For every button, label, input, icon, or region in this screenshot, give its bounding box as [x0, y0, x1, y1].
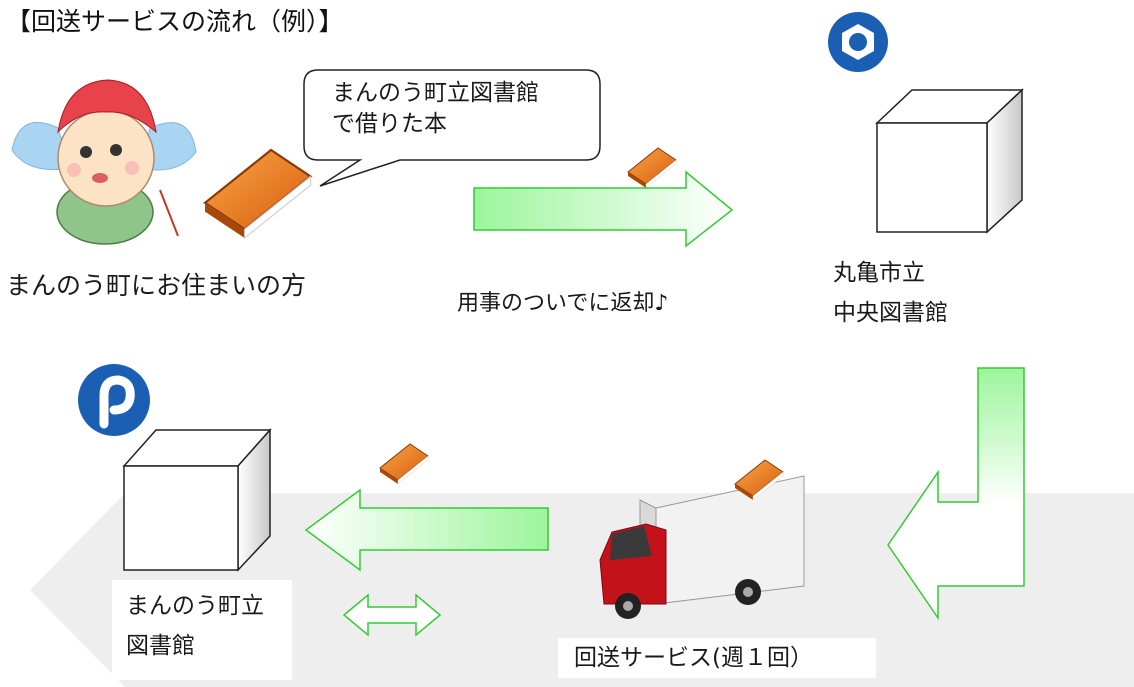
book-icon: [379, 443, 429, 485]
speech-bubble-line: で借りた本: [332, 111, 447, 137]
town-logo-icon: [78, 364, 150, 436]
town-library-line: まんのう町立: [126, 593, 264, 619]
return-label: 用事のついでに返却♪: [457, 291, 669, 316]
double-arrow: [342, 593, 442, 637]
resident-label: まんのう町にお住まいの方: [6, 271, 307, 300]
town-library-line: 図書館: [126, 633, 195, 659]
central-library-label: 丸亀市立 中央図書館: [833, 253, 948, 333]
building-cube-icon: [122, 428, 272, 572]
central-library-line: 中央図書館: [833, 300, 948, 326]
book-icon: [627, 147, 677, 189]
flow-arrow-to-central: [473, 170, 734, 248]
mascot-icon: [11, 79, 197, 245]
large-book-icon: [203, 148, 312, 240]
speech-bubble-text: まんのう町立図書館 で借りた本: [332, 78, 539, 140]
page-title: 【回送サービスの流れ（例）】: [6, 7, 344, 36]
building-cube-icon: [875, 88, 1024, 234]
flow-arrow-down: [887, 367, 1025, 621]
library-logo-icon: [828, 12, 888, 72]
truck-icon: [599, 475, 805, 619]
speech-bubble: [303, 69, 601, 187]
town-library-label: まんのう町立 図書館: [112, 580, 292, 680]
speech-bubble-line: まんのう町立図書館: [332, 80, 539, 106]
flow-arrow-to-town: [304, 488, 549, 572]
central-library-line: 丸亀市立: [833, 260, 925, 286]
service-label: 回送サービス(週１回）: [558, 638, 876, 678]
